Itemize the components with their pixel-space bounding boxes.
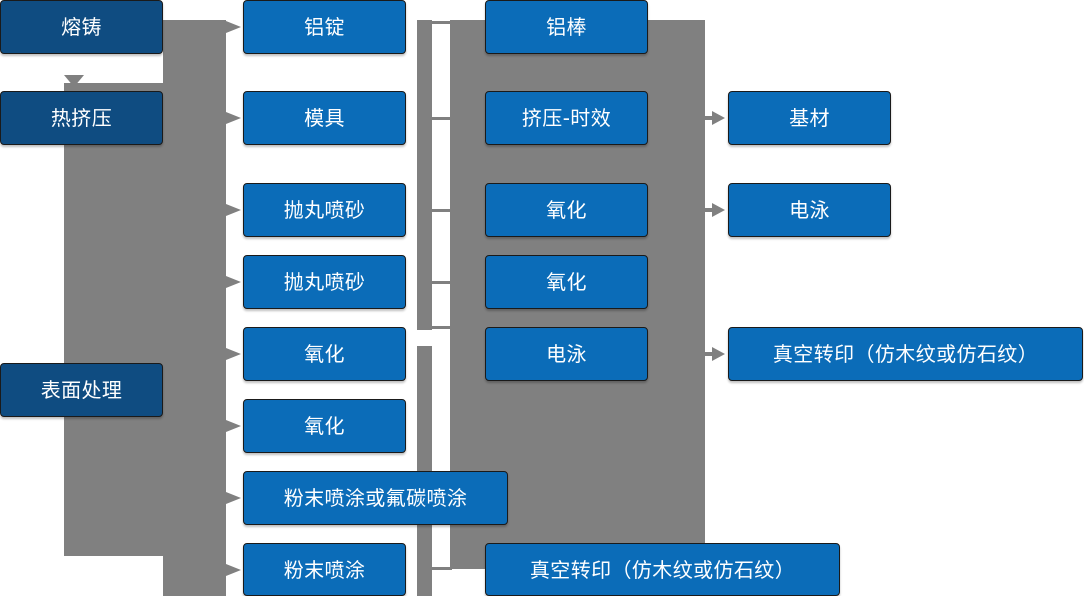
- node-label: 挤压-时效: [521, 106, 612, 130]
- process-node-shot-blasting-1[interactable]: 抛丸喷砂: [243, 183, 406, 237]
- treatment-node-aluminum-bar[interactable]: 铝棒: [485, 0, 648, 54]
- node-label: 氧化: [304, 342, 345, 366]
- node-label: 抛丸喷砂: [283, 270, 366, 294]
- node-label: 真空转印（仿木纹或仿石纹）: [772, 342, 1039, 366]
- node-label: 模具: [304, 106, 345, 130]
- node-label: 熔铸: [61, 15, 102, 39]
- stage-node-melting-casting[interactable]: 熔铸: [0, 0, 163, 54]
- process-node-powder-or-fluorocarbon-spray[interactable]: 粉末喷涂或氟碳喷涂: [243, 471, 508, 525]
- stage-down-arrow-2: [64, 345, 84, 357]
- node-label: 氧化: [546, 270, 587, 294]
- output-node-electrophoresis[interactable]: 电泳: [728, 183, 891, 237]
- stage-node-surface-treatment[interactable]: 表面处理: [0, 363, 163, 417]
- treatment-to-output-arrowheads: [700, 111, 725, 361]
- process-node-oxidation-1[interactable]: 氧化: [243, 327, 406, 381]
- node-label: 粉末喷涂或氟碳喷涂: [283, 486, 468, 510]
- stage-3-stub: [163, 388, 179, 391]
- stage-node-hot-extrusion[interactable]: 热挤压: [0, 91, 163, 145]
- node-label: 铝锭: [304, 15, 345, 39]
- stage-trunk-bar: [178, 20, 226, 596]
- treatment-node-vacuum-transfer-print[interactable]: 真空转印（仿木纹或仿石纹）: [485, 543, 840, 596]
- node-label: 基材: [789, 106, 830, 130]
- treatment-node-electrophoresis[interactable]: 电泳: [485, 327, 648, 381]
- process-node-oxidation-2[interactable]: 氧化: [243, 399, 406, 453]
- process-node-powder-spray[interactable]: 粉末喷涂: [243, 543, 406, 596]
- node-label: 抛丸喷砂: [283, 198, 366, 222]
- treatment-node-extrusion-aging[interactable]: 挤压-时效: [485, 91, 648, 145]
- process-node-aluminum-ingot[interactable]: 铝锭: [243, 0, 406, 54]
- node-label: 真空转印（仿木纹或仿石纹）: [529, 557, 796, 582]
- process-node-shot-blasting-2[interactable]: 抛丸喷砂: [243, 255, 406, 309]
- node-label: 粉末喷涂: [283, 557, 366, 582]
- process-rail-upper: [417, 20, 432, 330]
- node-label: 铝棒: [546, 15, 587, 39]
- node-label: 氧化: [304, 414, 345, 438]
- node-label: 氧化: [546, 198, 587, 222]
- treatment-node-oxidation-1[interactable]: 氧化: [485, 183, 648, 237]
- treatment-node-oxidation-2[interactable]: 氧化: [485, 255, 648, 309]
- output-node-base-material[interactable]: 基材: [728, 91, 891, 145]
- node-label: 电泳: [546, 342, 587, 366]
- node-label: 热挤压: [50, 106, 113, 130]
- node-label: 电泳: [789, 198, 830, 222]
- node-label: 表面处理: [40, 378, 123, 402]
- stage-to-process-arrowheads: [226, 21, 241, 576]
- output-node-vacuum-transfer-print[interactable]: 真空转印（仿木纹或仿石纹）: [728, 327, 1083, 381]
- stage-down-arrow-1: [64, 75, 84, 87]
- process-node-mold[interactable]: 模具: [243, 91, 406, 145]
